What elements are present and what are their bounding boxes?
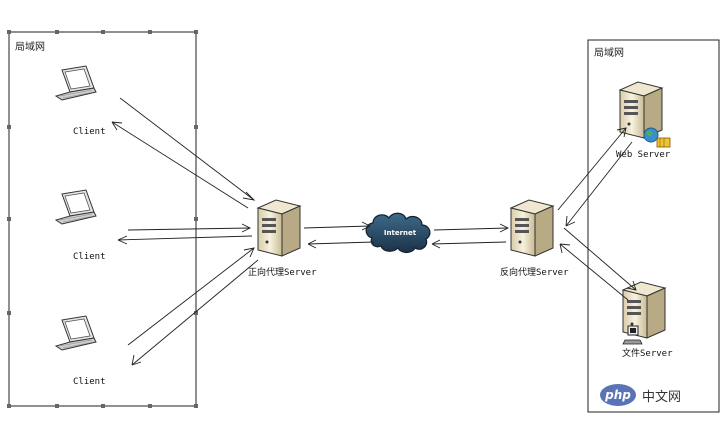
computer-icon [622, 325, 643, 345]
left-zone-handles [7, 30, 198, 408]
reverse-proxy-server-icon [510, 199, 554, 257]
php-logo: php [600, 384, 636, 406]
left-zone-box [8, 31, 197, 407]
watermark-text: 中文网 [642, 389, 682, 405]
file-server-label: 文件Server [622, 349, 673, 359]
right-zone-box [587, 39, 720, 413]
web-server-label: Web Server [616, 150, 671, 160]
connection-arrows [111, 97, 637, 366]
internet-cloud-icon [365, 212, 431, 254]
forward-proxy-server-icon [257, 199, 301, 257]
client-2-laptop-icon [55, 189, 97, 225]
left-zone-title: 局域网 [15, 42, 45, 53]
client-3-laptop-icon [55, 315, 97, 351]
right-zone-title: 局域网 [594, 48, 624, 59]
client-1-laptop-icon [55, 65, 97, 101]
client-2-label: Client [73, 252, 106, 262]
client-1-label: Client [73, 127, 106, 137]
globe-icon [643, 127, 671, 148]
forward-proxy-label: 正向代理Server [248, 268, 317, 278]
internet-label: Internet [384, 229, 417, 237]
php-watermark: php 中文网 [600, 381, 722, 409]
reverse-proxy-label: 反向代理Server [500, 268, 569, 278]
client-3-label: Client [73, 377, 106, 387]
